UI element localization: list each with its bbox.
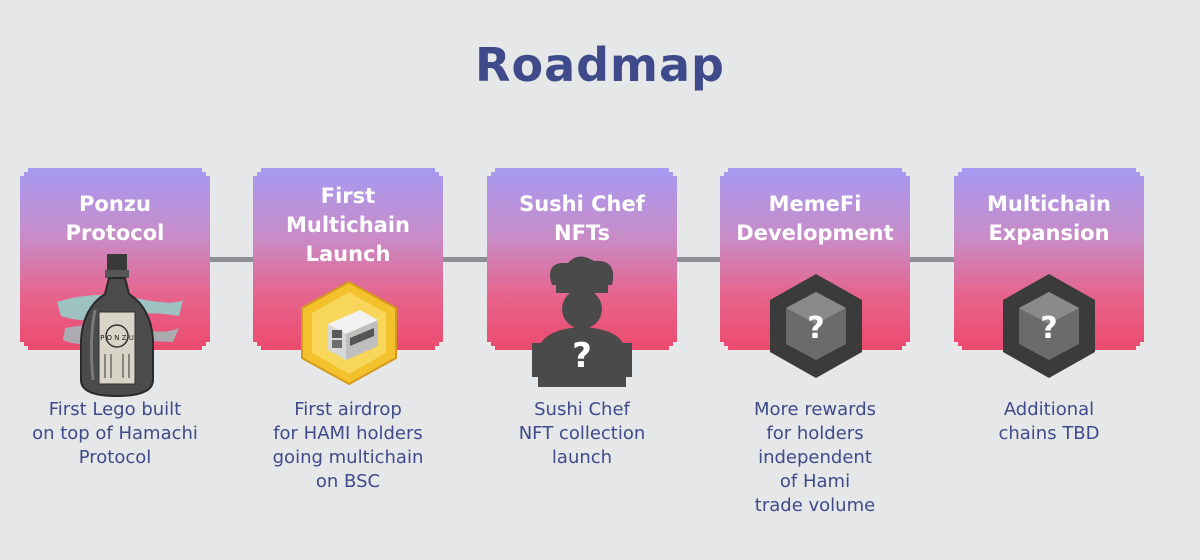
stage-description: First airdrop for HAMI holders going mul… bbox=[272, 399, 424, 492]
question-mark-icon: ? bbox=[572, 336, 592, 376]
stage-title: MemeFi Development bbox=[736, 192, 894, 245]
stage-title: Multichain Expansion bbox=[986, 192, 1111, 245]
question-mark-icon: ? bbox=[1040, 311, 1057, 346]
stage-description: Additional chains TBD bbox=[998, 399, 1100, 444]
question-mark-icon: ? bbox=[807, 311, 824, 346]
mystery-hexagon-icon: ? bbox=[1003, 274, 1095, 378]
stage-description: First Lego built on top of Hamachi Proto… bbox=[32, 399, 198, 468]
mystery-chef-icon: ? bbox=[532, 256, 632, 387]
stage-description: More rewards for holders independent of … bbox=[753, 399, 877, 516]
sake-bottle-icon: P O N Z U bbox=[57, 254, 183, 398]
stage-title: Sushi Chef NFTs bbox=[519, 192, 645, 245]
bottle-label: P O N Z U bbox=[100, 334, 134, 342]
stage-title: Ponzu Protocol bbox=[65, 192, 165, 245]
stage-title: First Multichain Launch bbox=[285, 184, 410, 266]
sushi-hexagon-icon bbox=[301, 280, 397, 386]
stage-description: Sushi Chef NFT collection launch bbox=[518, 399, 646, 468]
mystery-hexagon-icon: ? bbox=[770, 274, 862, 378]
page-title: Roadmap bbox=[475, 38, 725, 92]
